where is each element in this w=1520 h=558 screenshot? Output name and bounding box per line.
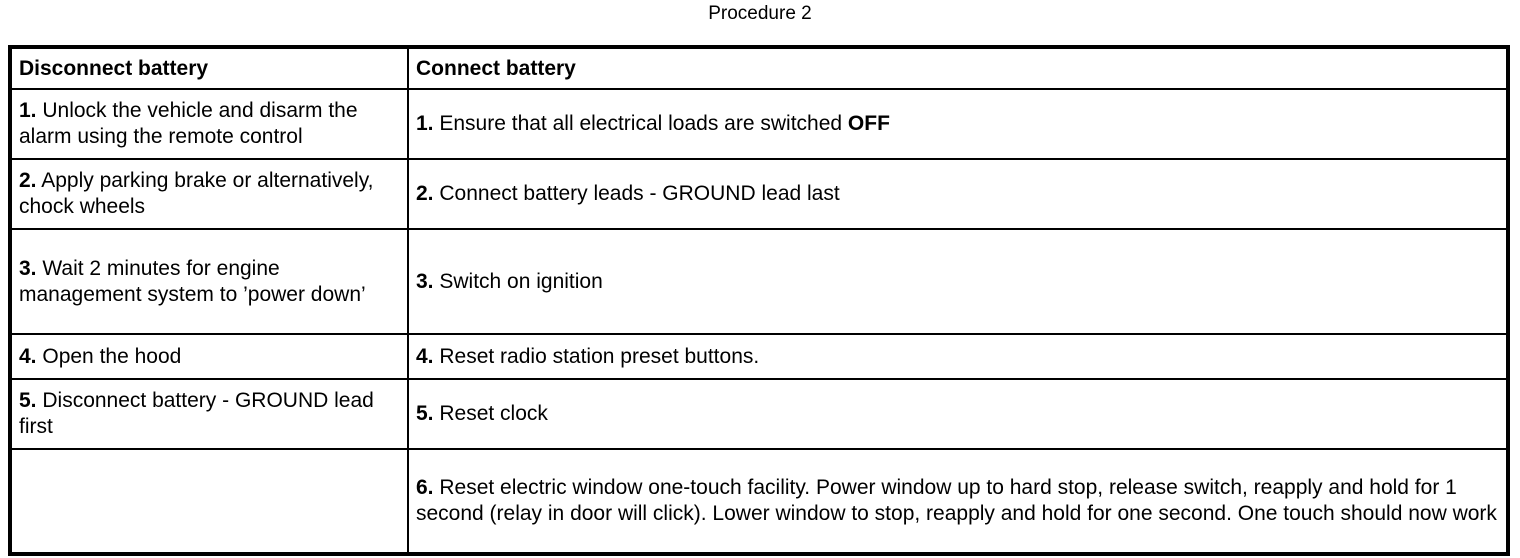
step-number: 1.	[416, 112, 434, 135]
step-number: 3.	[416, 269, 434, 293]
table-row: 2. Apply parking brake or alternatively,…	[9, 158, 1509, 230]
header-connect-battery: Connect battery	[407, 46, 1509, 90]
step-number: 1.	[19, 99, 37, 122]
step-number: 2.	[19, 169, 37, 192]
cell-disconnect-step-3: 3. Wait 2 minutes for engine management …	[9, 228, 409, 335]
cell-connect-step-4: 4. Reset radio station preset buttons.	[407, 333, 1509, 380]
procedure-table: Disconnect battery Connect battery 1. Un…	[8, 45, 1510, 556]
cell-connect-step-5: 5. Reset clock	[407, 378, 1509, 450]
cell-disconnect-step-5: 5. Disconnect battery - GROUND lead firs…	[9, 378, 409, 450]
step-text: Reset clock	[439, 402, 548, 425]
table-row: 5. Disconnect battery - GROUND lead firs…	[9, 378, 1509, 450]
cell-connect-step-6: 6. Reset electric window one-touch facil…	[407, 448, 1509, 555]
step-text: Unlock the vehicle and disarm the alarm …	[19, 99, 358, 148]
step-text: Connect battery leads - GROUND lead last	[439, 182, 840, 205]
cell-connect-step-1: 1. Ensure that all electrical loads are …	[407, 88, 1509, 160]
table-row: 6. Reset electric window one-touch facil…	[9, 448, 1509, 555]
table-row: 3. Wait 2 minutes for engine management …	[9, 228, 1509, 335]
step-number: 5.	[416, 402, 434, 425]
table-row: 1. Unlock the vehicle and disarm the ala…	[9, 88, 1509, 160]
cell-disconnect-step-4: 4. Open the hood	[9, 333, 409, 380]
step-text: Ensure that all electrical loads are swi…	[439, 112, 843, 135]
step-text: Apply parking brake or alternatively, ch…	[19, 169, 374, 218]
step-text: Switch on ignition	[439, 269, 603, 293]
cell-connect-step-2: 2. Connect battery leads - GROUND lead l…	[407, 158, 1509, 230]
cell-disconnect-step-2: 2. Apply parking brake or alternatively,…	[9, 158, 409, 230]
step-number: 4.	[416, 344, 434, 368]
step-text: Wait 2 minutes for engine management sys…	[19, 256, 366, 306]
step-number: 3.	[19, 256, 37, 280]
step-number: 4.	[19, 344, 37, 368]
step-number: 5.	[19, 389, 37, 412]
step-text: Disconnect battery - GROUND lead first	[19, 389, 374, 438]
cell-disconnect-step-1: 1. Unlock the vehicle and disarm the ala…	[9, 88, 409, 160]
cell-connect-step-3: 3. Switch on ignition	[407, 228, 1509, 335]
page-title: Procedure 2	[708, 3, 812, 24]
step-text: Open the hood	[42, 344, 182, 368]
step-number: 6.	[416, 476, 434, 499]
table-header-row: Disconnect battery Connect battery	[9, 46, 1509, 90]
step-text-bold: OFF	[847, 112, 890, 135]
step-text: Reset radio station preset buttons.	[439, 344, 760, 368]
step-text: Reset electric window one-touch facility…	[416, 476, 1497, 525]
header-disconnect-battery: Disconnect battery	[9, 46, 409, 90]
step-number: 2.	[416, 182, 434, 205]
cell-disconnect-empty	[9, 448, 409, 555]
table-row: 4. Open the hood 4. Reset radio station …	[9, 333, 1509, 380]
